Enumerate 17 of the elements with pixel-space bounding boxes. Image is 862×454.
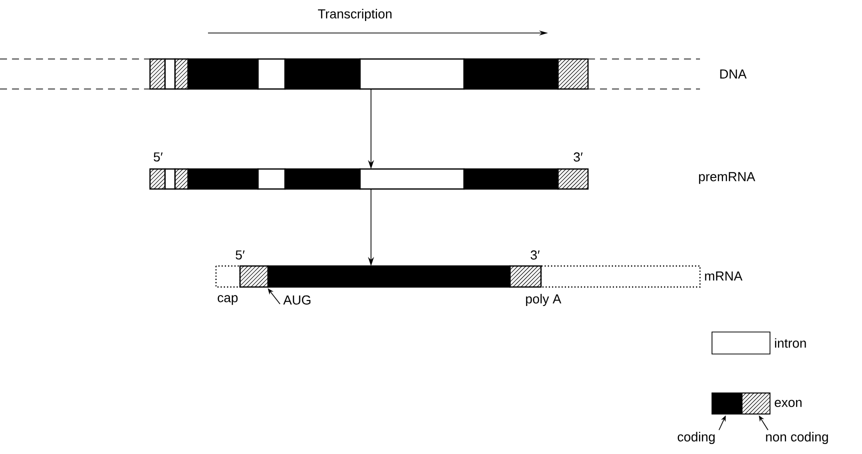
end-label: 3′: [530, 250, 540, 260]
bar-label: premRNA: [699, 172, 756, 184]
direction-label: Transcription: [318, 8, 392, 22]
bar-label: mRNA: [705, 272, 742, 280]
end-label: 5′: [154, 152, 163, 162]
end-label: 5′: [236, 250, 245, 260]
mrna-bar: [215, 265, 701, 288]
premrna-bar: [149, 168, 589, 190]
legend-swatch: [712, 392, 770, 414]
dna-bar: [149, 58, 589, 90]
end-label: 3′: [574, 152, 583, 162]
legend-label: intron: [775, 338, 806, 348]
note-text: AUG: [283, 295, 310, 305]
bar-label: DNA: [720, 70, 747, 78]
note-text: coding: [678, 432, 715, 444]
legend-label: exon: [774, 400, 802, 408]
note-text: non coding: [766, 432, 828, 444]
